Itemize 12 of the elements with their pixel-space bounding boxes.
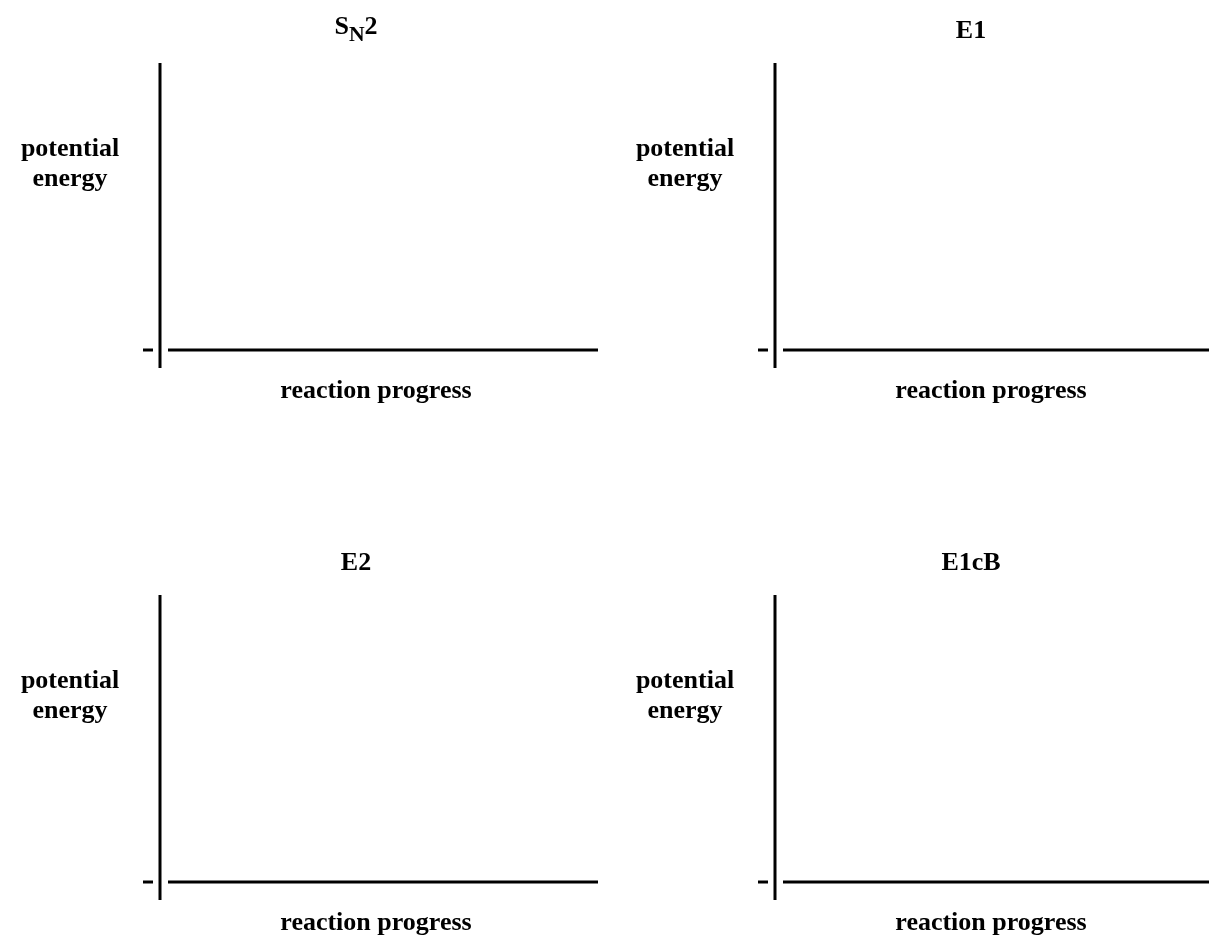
axis-label: reaction progress (280, 375, 472, 405)
chart-title: E1cB (941, 547, 1001, 577)
axis-label: reaction progress (895, 907, 1087, 936)
chart-title: S$_{N}$2 (334, 11, 378, 48)
axis-label: potential energy (19, 133, 121, 193)
chart-title: E2 (340, 547, 372, 577)
chart-title: E1 (955, 15, 987, 45)
axis-label: reaction progress (895, 375, 1087, 405)
axis-label: reaction progress (280, 907, 472, 936)
axis-label: potential energy (19, 665, 121, 725)
axis-label: potential energy (634, 665, 736, 725)
axis-label: potential energy (634, 133, 736, 193)
